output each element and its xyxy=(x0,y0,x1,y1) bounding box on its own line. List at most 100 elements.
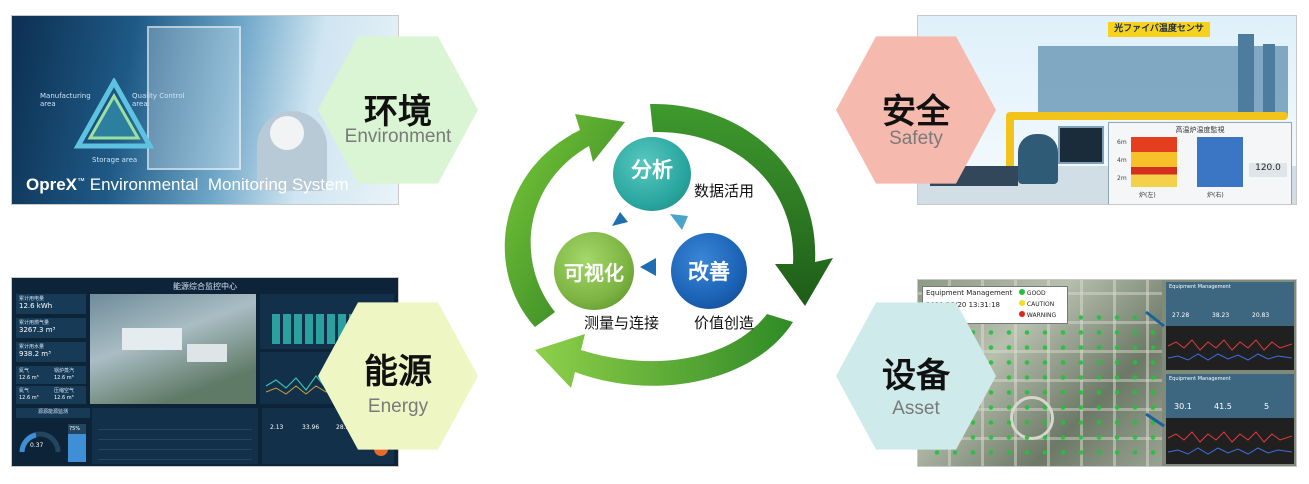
table-lines xyxy=(98,420,252,460)
pair-right-value: 12.6 m³ xyxy=(54,395,74,401)
pair-row-1: 氮气 锅炉蒸汽 12.6 m³ 12.6 m³ xyxy=(16,366,86,384)
safety-panel: 光ファイバ温度センサ 高温炉温度監視 6m 4m 2m 炉(左) 炉(右) 12… xyxy=(918,16,1296,204)
operator-figure xyxy=(1018,134,1058,184)
metric-value: 12.6 kWh xyxy=(19,302,53,310)
improve-caption: 价值创造 xyxy=(694,314,755,332)
tank-fill xyxy=(68,433,86,462)
metric-value: 3267.3 m³ xyxy=(19,326,56,334)
good-dot xyxy=(1019,289,1025,295)
legend-good: GOOD xyxy=(1019,289,1046,297)
pair-left-value: 12.6 m³ xyxy=(19,375,39,381)
improve-label: 改善 xyxy=(688,260,730,284)
heatmap-left xyxy=(1131,137,1177,187)
monitoring-triangle-logo xyxy=(74,78,154,149)
monitor-screen: 高温炉温度監視 6m 4m 2m 炉(左) 炉(右) 120.0 xyxy=(1108,122,1292,204)
mini-header: Equipment Management 30.1 41.5 5 xyxy=(1166,374,1294,418)
pair-left-label: 氮气 xyxy=(19,368,30,374)
tower-1 xyxy=(1238,34,1254,116)
furnace-left-label: 炉(左) xyxy=(1139,192,1156,199)
pair-right-label: 压缩空气 xyxy=(54,388,75,394)
operator-monitor xyxy=(1058,126,1104,164)
caution-dot xyxy=(1019,300,1025,306)
lab-window xyxy=(147,26,241,170)
pair-left-value: 12.6 m³ xyxy=(19,395,39,401)
environment-title: 环境 xyxy=(364,92,432,132)
callout-arrow-top xyxy=(1145,310,1165,328)
dashboard-title: 能源综合监控中心 xyxy=(173,282,237,291)
map-building-1 xyxy=(122,328,182,350)
gauge-arc xyxy=(19,431,61,453)
arrow-bottom xyxy=(535,314,793,388)
mini-trend-bottom xyxy=(1168,431,1292,455)
gauge-value: 0.37 xyxy=(30,442,44,449)
mini-screen-top: Equipment Management 27.28 38.23 20.83 xyxy=(1166,282,1294,370)
pipe-value-1: 2.13 xyxy=(270,424,284,431)
mini-title: Equipment Management xyxy=(1169,284,1231,290)
metric-label: 累计用水量 xyxy=(19,344,45,350)
warning-dot xyxy=(1019,311,1025,317)
trademark: ™ xyxy=(77,176,86,186)
mini-title: Equipment Management xyxy=(1169,376,1231,382)
mini-header: Equipment Management 27.28 38.23 20.83 xyxy=(1166,282,1294,326)
energy-subtitle: Energy xyxy=(367,396,429,417)
mini-value-1: 27.28 xyxy=(1172,312,1190,319)
mini-value-3: 20.83 xyxy=(1252,312,1270,319)
label-manufacturing-area: Manufacturing area xyxy=(40,92,91,108)
improve-circle xyxy=(671,233,747,309)
data-table xyxy=(92,408,258,464)
metric-card-1: 累计用电量 12.6 kWh xyxy=(16,294,86,314)
axis-2m: 2m xyxy=(1117,175,1127,182)
mini-value-2: 41.5 xyxy=(1214,402,1232,411)
metric-label: 累计用电量 xyxy=(19,296,45,302)
caution-label: CAUTION xyxy=(1026,301,1055,308)
map-building-2 xyxy=(187,344,227,362)
legend-caution: CAUTION xyxy=(1019,300,1054,308)
label-storage-area: Storage area xyxy=(92,156,138,164)
metric-card-2: 累计用燃气量 3267.3 m³ xyxy=(16,318,86,338)
pair-right-value: 12.6 m³ xyxy=(54,375,74,381)
callout-arrow-bottom xyxy=(1145,412,1165,428)
brand-name: OpreX xyxy=(26,175,78,194)
pipe-value-2: 33.96 xyxy=(302,424,320,431)
tank-percent: 75% xyxy=(69,426,81,432)
furnace-right-label: 炉(右) xyxy=(1207,192,1224,199)
mini-value-2: 38.23 xyxy=(1212,312,1230,319)
energy-title: 能源 xyxy=(364,352,432,392)
system-title: OpreX™ Environmental Monitoring System xyxy=(26,175,349,195)
mini-trend-top xyxy=(1168,339,1292,361)
section-label: 源源能源监测 xyxy=(16,408,90,418)
monitor-title: 高温炉温度監視 xyxy=(1175,126,1225,134)
pair-left-label: 氮气 xyxy=(19,388,30,394)
axis-6m: 6m xyxy=(1117,139,1127,146)
tank-bar: 75% xyxy=(68,424,86,462)
status-timestamp: 2021/12/20 13:31:18 xyxy=(926,301,1001,309)
metric-card-3: 累计用水量 938.2 m³ xyxy=(16,342,86,362)
mini-value-1: 30.1 xyxy=(1174,402,1192,411)
asset-subtitle: Asset xyxy=(892,398,940,419)
analyze-label: 分析 xyxy=(631,158,673,182)
status-title: Equipment Management xyxy=(926,289,1013,297)
analyze-circle xyxy=(613,137,691,211)
asset-hexagon xyxy=(836,302,996,450)
sensor-sign: 光ファイバ温度センサ xyxy=(1108,22,1210,37)
inner-arrow-down xyxy=(670,214,688,230)
lab-worker-head xyxy=(270,116,304,150)
mini-value-3: 5 xyxy=(1264,402,1270,411)
metric-label: 累计用燃气量 xyxy=(19,320,50,326)
temperature-reading: 120.0 xyxy=(1249,163,1287,177)
pipe-value-3: 28.31 xyxy=(336,424,354,431)
analyze-caption: 数据活用 xyxy=(694,182,755,200)
axis-4m: 4m xyxy=(1117,157,1127,164)
warning-label: WARNING xyxy=(1026,312,1057,319)
safety-title: 安全 xyxy=(882,92,950,132)
pipe xyxy=(1008,112,1288,120)
mini-screen-bottom: Equipment Management 30.1 41.5 5 xyxy=(1166,374,1294,464)
gauge: 0.37 xyxy=(18,424,62,464)
tower-2 xyxy=(1263,44,1275,116)
pipe-down xyxy=(1006,112,1014,182)
safety-hexagon xyxy=(836,36,996,184)
label-quality-control-area: Quality Control area xyxy=(132,92,185,108)
heatmap-right xyxy=(1197,137,1243,187)
asset-title: 设备 xyxy=(882,356,950,396)
metric-value: 938.2 m³ xyxy=(19,350,51,358)
